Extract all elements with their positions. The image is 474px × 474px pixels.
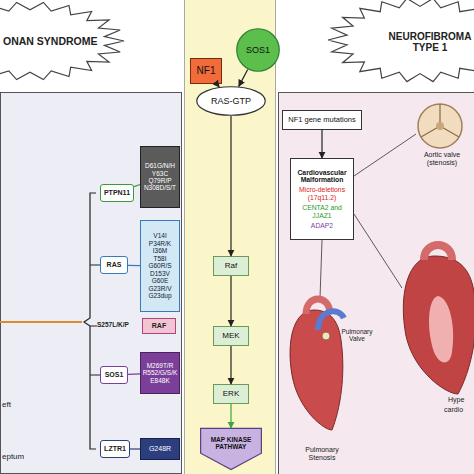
connector [239, 69, 248, 86]
node-text: SOS1 [105, 371, 124, 379]
node-text: PTPN11 [104, 189, 130, 197]
mutation-label: S257L/K/P [97, 321, 141, 328]
node-text: M269T/R [147, 362, 174, 369]
node-text: G60R/S [148, 262, 171, 269]
protein-ellipse-shape [197, 87, 266, 116]
nf1-panel [278, 92, 474, 474]
cut-label: eptum [2, 452, 42, 461]
mutation-box: V14IP34R/KI36MT58IG60R/SD153VG60EG23R/VG… [140, 220, 180, 312]
node-text: V14I [153, 232, 166, 239]
kinase-box: MEK [213, 326, 249, 346]
node-text: G23dup [148, 292, 171, 299]
connector [230, 404, 231, 428]
node-text: NF1 [197, 65, 216, 77]
node-text: N308D/S/T [144, 184, 176, 191]
cut-label: eft [2, 400, 32, 409]
gene-box: LZTR1 [100, 440, 130, 458]
mutation-box: RAF [142, 318, 176, 334]
protein-box: NF1 [190, 58, 222, 84]
connector [321, 130, 322, 158]
pointer-line [0, 321, 82, 323]
mutation-box: M269T/RR552/G/S/KE848K [140, 352, 180, 394]
illustration-label: cardio [444, 406, 474, 414]
connector [128, 265, 140, 266]
node-text: Micro-deletions (17q11.2) [293, 186, 351, 202]
node-text: ONAN SYNDROME [3, 35, 98, 47]
kinase-box: Raf [213, 256, 249, 276]
illustration-label: Hype [448, 396, 474, 404]
node-text: MEK [222, 331, 239, 340]
gene-box: RAS [100, 256, 128, 274]
mutation-box: G248R [140, 438, 180, 460]
starburst-title-shape [328, 0, 474, 82]
node-text: NEUROFIBROMA TYPE 1 [386, 31, 474, 54]
node-text: D61G/N/H [145, 162, 175, 169]
kinase-box: ERK [213, 384, 249, 404]
node-text: Q79R/P [148, 177, 171, 184]
node-text: MAP KINASE PATHWAY [206, 436, 256, 451]
node-text: ADAP2 [311, 222, 333, 230]
process-box: NF1 gene mutations [282, 110, 362, 130]
node-text: Raf [225, 261, 237, 270]
connector [217, 84, 219, 87]
node-text: Cardiovascular Malformation [293, 169, 351, 185]
node-text: G248R [149, 445, 171, 453]
starburst-title: ONAN SYNDROME [0, 2, 124, 80]
node-text: D153V [150, 270, 170, 277]
connector [134, 184, 140, 186]
connector [230, 276, 231, 326]
aortic-valve [418, 104, 462, 148]
connector [230, 346, 231, 384]
connector [230, 116, 231, 256]
node-text: P34R/K [149, 240, 171, 247]
node-text: LZTR1 [104, 445, 126, 453]
connector [130, 448, 140, 449]
pathway-badge-shape [201, 428, 262, 469]
heart-illustration [290, 299, 344, 430]
connector [128, 373, 140, 375]
process-box: Cardiovascular MalformationMicro-deletio… [290, 158, 354, 240]
node-text: RAS [107, 261, 122, 269]
pathway-badge: MAP KINASE PATHWAY [200, 428, 262, 470]
illustration-label: Pulmonary Valve [338, 328, 376, 343]
node-text: Y63C [152, 170, 168, 177]
node-text: RAF [152, 322, 166, 330]
gene-box: SOS1 [100, 366, 128, 384]
node-text: G23R/V [148, 285, 171, 292]
mutation-box: D61G/N/HY63CQ79R/PN308D/S/T [140, 146, 180, 208]
node-text: R552/G/S/K [143, 369, 178, 376]
illustration-label: Aortic valve (stenosis) [410, 151, 474, 167]
hypertrophic-heart [403, 245, 474, 394]
node-text: T58I [153, 255, 166, 262]
node-text: RAS-GTP [211, 96, 251, 106]
node-text: G60E [152, 277, 169, 284]
node-text: NF1 gene mutations [288, 116, 356, 125]
node-text: E848K [150, 377, 170, 384]
gene-box: PTPN11 [100, 184, 134, 202]
starburst-title-shape [0, 2, 124, 79]
protein-circle-shape [237, 29, 280, 72]
node-text: ERK [223, 389, 239, 398]
node-text: I36M [153, 247, 167, 254]
node-text: SOS1 [246, 45, 270, 55]
node-text: CENTA2 and JJAZ1 [293, 204, 351, 220]
illustration-label: Pulmonary Stenosis [292, 446, 352, 462]
starburst-title: NEUROFIBROMA TYPE 1 [338, 0, 474, 84]
protein-circle: SOS1 [236, 28, 280, 72]
starburst-title-outline [338, 0, 474, 84]
protein-ellipse: RAS-GTP [196, 86, 266, 116]
